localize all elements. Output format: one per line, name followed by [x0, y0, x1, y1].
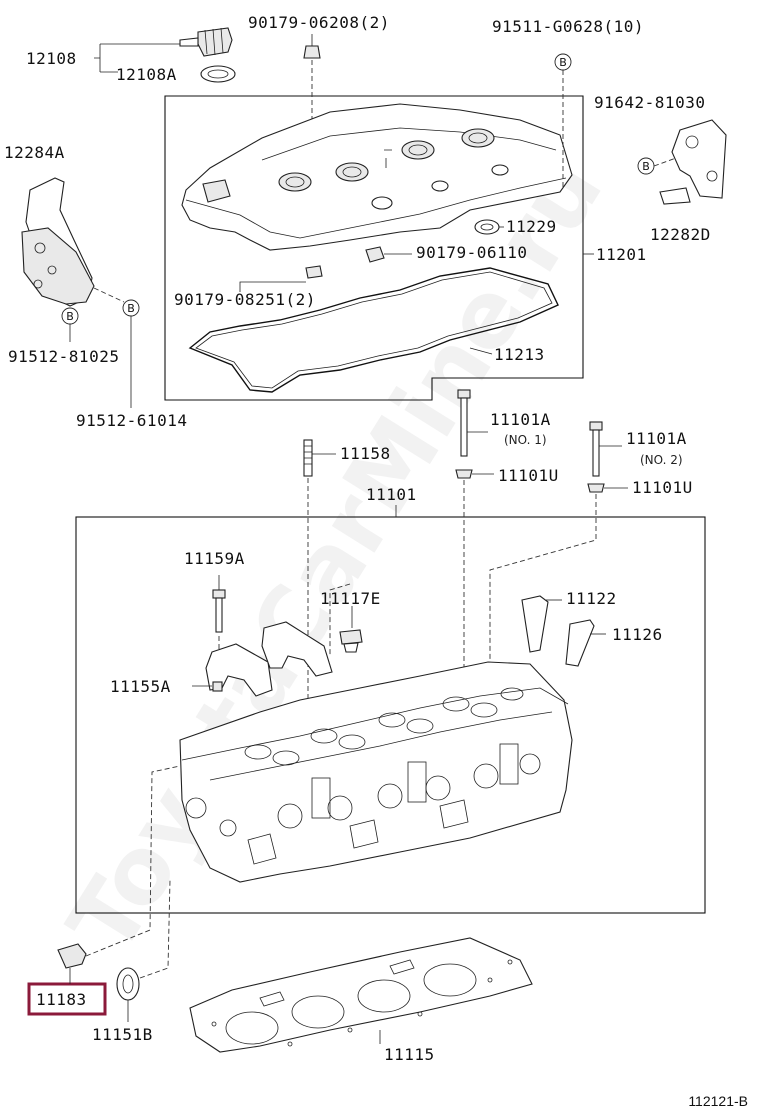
- svg-text:B: B: [642, 160, 650, 173]
- head-bolt-11101a-no1[interactable]: [455, 389, 473, 479]
- label-11126[interactable]: 11126: [612, 625, 663, 644]
- label-90179-06110[interactable]: 90179-06110: [416, 243, 527, 262]
- label-90179-06208[interactable]: 90179-06208(2): [248, 13, 390, 32]
- plug-11117e[interactable]: [339, 629, 363, 653]
- cylinder-head-gasket[interactable]: [189, 937, 533, 1053]
- label-12282d[interactable]: 12282D: [650, 225, 711, 244]
- stud-11158[interactable]: [303, 439, 313, 477]
- svg-text:B: B: [127, 302, 135, 315]
- svg-text:B: B: [66, 310, 74, 323]
- label-11151b[interactable]: 11151B: [92, 1025, 153, 1044]
- engine-hanger-12282d[interactable]: [659, 119, 727, 205]
- label-11101a-no2[interactable]: 11101A: [626, 429, 687, 448]
- label-11101a-no1[interactable]: 11101A: [490, 410, 551, 429]
- diagram-code: 112121-B: [688, 1093, 748, 1109]
- svg-text:B: B: [559, 56, 567, 69]
- label-11158[interactable]: 11158: [340, 444, 391, 463]
- label-11159a[interactable]: 11159A: [184, 549, 245, 568]
- nut-90179-08251[interactable]: [305, 265, 323, 279]
- valve-guide-11126[interactable]: [565, 619, 595, 667]
- seal-11151b[interactable]: [116, 967, 140, 1001]
- bolt-marker-91512-81025: B: [61, 307, 79, 325]
- label-91642-81030[interactable]: 91642-81030: [594, 93, 705, 112]
- valve-guide-11122[interactable]: [521, 595, 549, 653]
- head-bolt-11101a-no2[interactable]: [587, 421, 605, 493]
- bolt-marker-91511: B: [554, 53, 572, 71]
- label-11101a-no2-sub: (NO. 2): [640, 453, 683, 467]
- label-11117e[interactable]: 11117E: [320, 589, 381, 608]
- label-11183-highlight[interactable]: 11183: [27, 982, 107, 1016]
- label-11101u-1[interactable]: 11101U: [498, 466, 559, 485]
- cylinder-head-box: [75, 516, 706, 914]
- pin-11155a[interactable]: [212, 681, 223, 692]
- nut-90179-06110[interactable]: [365, 246, 385, 263]
- nut-90179-06208[interactable]: [303, 34, 321, 59]
- label-11229[interactable]: 11229: [506, 217, 557, 236]
- label-90179-08251[interactable]: 90179-08251(2): [174, 290, 316, 309]
- label-11101[interactable]: 11101: [366, 485, 417, 504]
- label-11101a-no1-sub: (NO. 1): [504, 433, 547, 447]
- camshaft-bearing-cap-2[interactable]: [261, 621, 333, 677]
- label-11155a[interactable]: 11155A: [110, 677, 171, 696]
- label-11101u-2[interactable]: 11101U: [632, 478, 693, 497]
- label-12108a[interactable]: 12108A: [116, 65, 177, 84]
- head-cover-box: [164, 95, 584, 401]
- label-12108[interactable]: 12108: [26, 49, 77, 68]
- head-cover-gasket[interactable]: [188, 267, 559, 393]
- label-11122[interactable]: 11122: [566, 589, 617, 608]
- label-91512-61014[interactable]: 91512-61014: [76, 411, 187, 430]
- label-11213[interactable]: 11213: [494, 345, 545, 364]
- label-11115[interactable]: 11115: [384, 1045, 435, 1064]
- label-91512-81025[interactable]: 91512-81025: [8, 347, 119, 366]
- cylinder-head[interactable]: [179, 661, 573, 883]
- label-11183[interactable]: 11183: [36, 990, 87, 1009]
- cylinder-head-cover[interactable]: [181, 103, 573, 251]
- label-91511-g0628[interactable]: 91511-G0628(10): [492, 17, 644, 36]
- oil-filler-gasket[interactable]: [200, 65, 236, 83]
- bolt-marker-91512-61014: B: [122, 299, 140, 317]
- bolt-marker-91642: B: [637, 157, 655, 175]
- oil-filler-cap[interactable]: [179, 27, 233, 57]
- label-12284a[interactable]: 12284A: [4, 143, 65, 162]
- bolt-11159a[interactable]: [212, 589, 226, 633]
- seal-11229[interactable]: [474, 219, 500, 235]
- plug-11183[interactable]: [57, 943, 87, 969]
- engine-hanger-12284a[interactable]: [21, 177, 95, 307]
- label-11201[interactable]: 11201: [596, 245, 647, 264]
